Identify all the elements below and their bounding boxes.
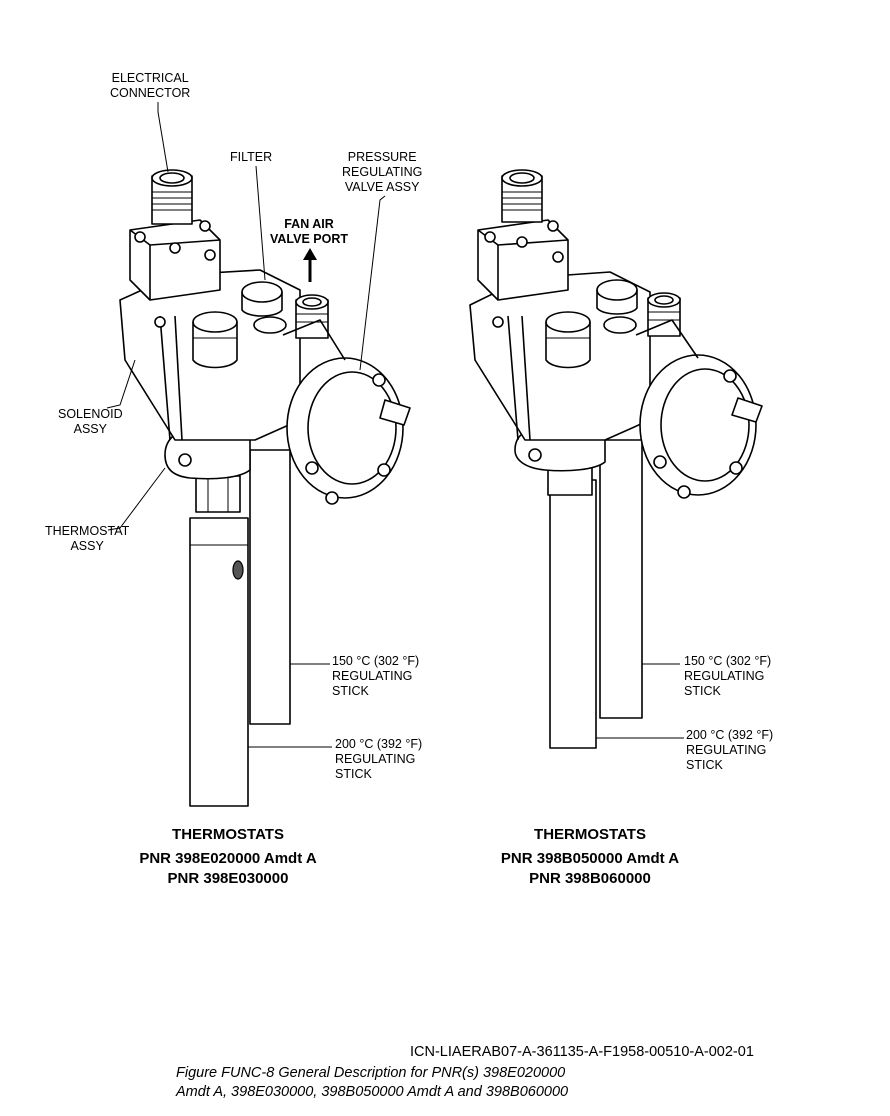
label-line: VALVE PORT	[270, 232, 349, 246]
figure-caption-line: Figure FUNC-8 General Description for PN…	[176, 1065, 566, 1081]
caption-title: THERMOSTATS	[534, 826, 646, 843]
label-line: REGULATING	[342, 165, 423, 179]
caption-pnr: PNR 398B050000 Amdt A	[500, 850, 680, 867]
left-solenoid-block	[129, 219, 221, 301]
label-line: CONNECTOR	[110, 86, 191, 100]
left-thermostat-cap	[192, 311, 238, 333]
label-line: STICK	[335, 767, 372, 781]
label-line: REGULATING	[335, 752, 416, 766]
label-left-200c-stick: 200 °C (392 °F) REGULATING STICK	[335, 737, 422, 782]
label-line: REGULATING	[686, 743, 767, 757]
right-200c-stick	[549, 479, 597, 749]
left-thermostat-drawing	[106, 102, 411, 807]
right-150c-stick	[599, 439, 643, 719]
figure-caption-line: Amdt A, 398E030000, 398B050000 Amdt A an…	[176, 1084, 569, 1100]
label-right-200c-stick: 200 °C (392 °F) REGULATING STICK	[686, 728, 773, 773]
label-fan-air-valve-port: FAN AIR VALVE PORT	[270, 217, 348, 247]
left-filter-leader	[255, 165, 266, 281]
right-solenoid-block	[477, 219, 569, 301]
label-line: FAN AIR	[284, 217, 334, 231]
label-filter: FILTER	[230, 150, 273, 164]
caption-pnr: PNR 398E030000	[167, 870, 289, 887]
label-line: 200 °C (392 °F)	[335, 737, 423, 751]
label-line: 150 °C (302 °F)	[684, 654, 772, 668]
left-connector-leader	[157, 102, 169, 173]
left-tube-hole	[232, 560, 244, 580]
left-150c-stick	[249, 449, 291, 725]
label-line: STICK	[332, 684, 369, 698]
label-right-150c-stick: 150 °C (302 °F) REGULATING STICK	[684, 654, 771, 699]
label-line: ASSY	[70, 539, 104, 553]
left-hex-nut	[195, 475, 241, 513]
caption-title: THERMOSTATS	[172, 826, 284, 843]
label-line: SOLENOID	[58, 407, 123, 421]
label-line: VALVE ASSY	[344, 180, 420, 194]
label-electrical-connector: ELECTRICAL CONNECTOR	[110, 71, 190, 101]
label-pressure-valve: PRESSURE REGULATING VALVE ASSY	[342, 150, 422, 195]
label-line: STICK	[686, 758, 723, 772]
left-thermostat-leader	[107, 467, 166, 531]
left-valve-leader	[359, 195, 386, 371]
left-solenoid-leader	[106, 359, 136, 409]
label-line: 200 °C (392 °F)	[686, 728, 774, 742]
label-left-150c-stick: 150 °C (302 °F) REGULATING STICK	[332, 654, 419, 699]
left-filter-cap	[241, 281, 283, 303]
right-thermostat-cap	[545, 311, 591, 333]
label-solenoid-assy: SOLENOID ASSY	[58, 407, 123, 437]
right-filter-cap	[596, 279, 638, 301]
icn-code: ICN-LIAERAB07-A-361135-A-F1958-00510-A-0…	[410, 1044, 754, 1060]
label-line: ASSY	[73, 422, 107, 436]
right-thermostat-drawing	[469, 169, 763, 749]
label-line: 150 °C (302 °F)	[332, 654, 420, 668]
label-line: STICK	[684, 684, 721, 698]
label-line: REGULATING	[332, 669, 413, 683]
right-caption: THERMOSTATS PNR 398B050000 Amdt A PNR 39…	[490, 825, 690, 889]
label-line: REGULATING	[684, 669, 765, 683]
figure-caption: Figure FUNC-8 General Description for PN…	[176, 1064, 568, 1102]
caption-pnr: PNR 398E020000 Amdt A	[139, 850, 317, 867]
label-line: PRESSURE	[347, 150, 417, 164]
left-caption: THERMOSTATS PNR 398E020000 Amdt A PNR 39…	[128, 825, 328, 889]
caption-pnr: PNR 398B060000	[529, 870, 651, 887]
label-thermostat-assy: THERMOSTAT ASSY	[45, 524, 129, 554]
label-line: ELECTRICAL	[111, 71, 189, 85]
label-line: THERMOSTAT	[45, 524, 130, 538]
